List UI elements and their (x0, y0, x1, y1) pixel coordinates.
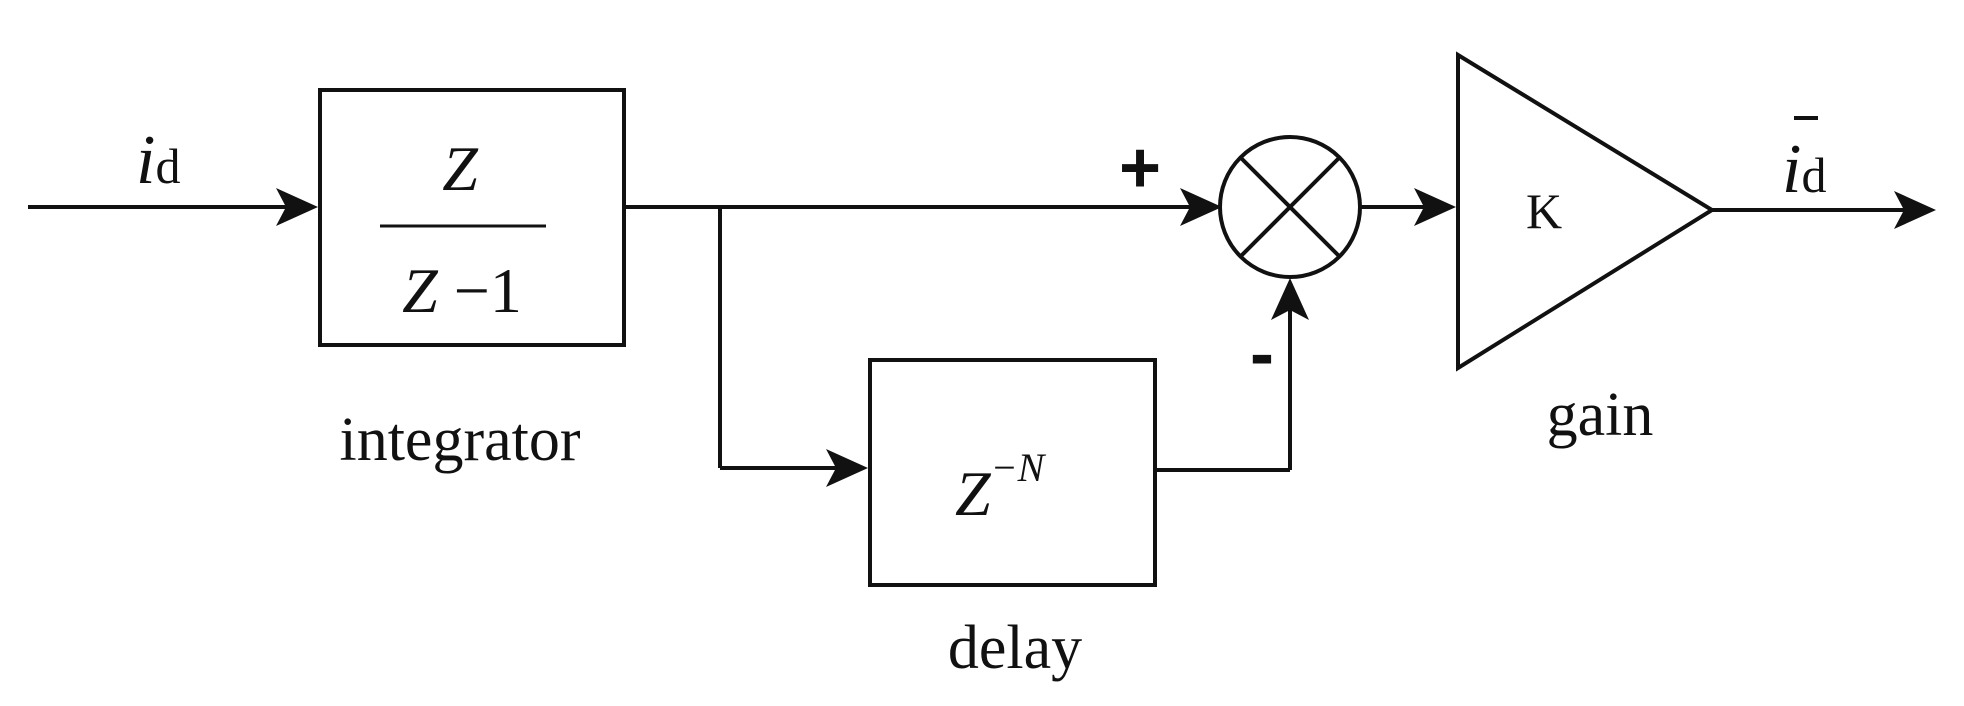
junction-cross-b (1239, 156, 1341, 258)
gain-input-arrow-head (1414, 188, 1456, 226)
gain-block (1456, 51, 1716, 372)
integrator-caption: integrator (339, 406, 580, 474)
output-signal-label: id (1782, 131, 1826, 208)
minus-sign: - (1250, 314, 1274, 394)
gain-caption: gain (1547, 381, 1654, 449)
integrator-numerator: Z (442, 133, 479, 204)
integrator-block (318, 88, 626, 347)
gain-symbol: K (1526, 183, 1562, 239)
delay-base: Z (955, 458, 992, 529)
output-signal-symbol: i (1782, 131, 1801, 208)
minus-input-arrow-head (1271, 278, 1309, 320)
integrator-denominator: Z −1 (402, 255, 522, 326)
input-arrow-head (276, 188, 318, 226)
plus-input-arrow-head (1180, 188, 1222, 226)
plus-sign: + (1119, 128, 1161, 208)
input-signal-symbol: i (136, 122, 155, 199)
delay-transfer: Z−N (955, 445, 1047, 529)
input-signal-label: id (136, 122, 180, 199)
delay-input-arrow-head (826, 449, 868, 487)
delay-block (868, 358, 1157, 587)
output-signal-subscript: d (1801, 147, 1826, 203)
delay-caption: delay (948, 614, 1082, 682)
output-arrow-head (1894, 191, 1936, 229)
delay-exponent: −N (991, 445, 1047, 490)
input-signal-subscript: d (155, 138, 180, 194)
integrator-denominator-rest: −1 (438, 255, 522, 326)
integrator-denominator-var: Z (402, 255, 439, 326)
